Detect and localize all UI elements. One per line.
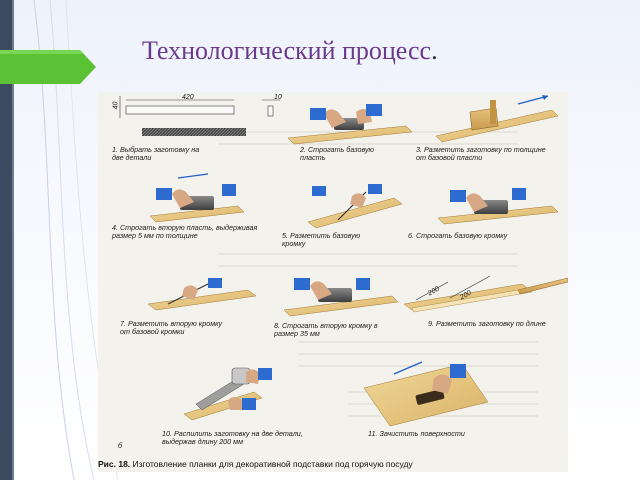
step-9-caption: 9. Разметить заготовку по длине [428, 319, 546, 328]
step-2-illustration [287, 104, 413, 145]
sidebar-bar [0, 0, 12, 480]
step-8-illustration [283, 278, 399, 317]
step-3-illustration [435, 95, 559, 143]
step-6-illustration [437, 188, 559, 225]
step-4-caption: 4. Строгать вторую пласть, выдерживая ра… [112, 223, 258, 241]
figure-caption: Рис. 18. Изготовление планки для декорат… [98, 456, 568, 472]
slide-title-text: Технологический процесс [142, 36, 432, 65]
dim-thickness: 10 [274, 94, 282, 101]
step-10-caption: 10. Распилить заготовку на две детали, в… [162, 429, 303, 447]
process-figure: 420 10 40 200 200 1. Выбрать заготовку н… [98, 92, 568, 472]
figure-caption-label: Рис. 18. [98, 459, 131, 469]
step-11-caption: 11. Зачистить поверхности [368, 429, 465, 438]
step-1-caption: 1. Выбрать заготовку на две детали [112, 145, 200, 163]
step-6-caption: 6. Строгать базовую кромку [408, 231, 508, 240]
step-3-caption: 3. Разметить заготовку по толщине от баз… [416, 145, 546, 163]
process-illustration [119, 95, 568, 427]
step-1-drawing [119, 96, 280, 136]
step-5-illustration [307, 184, 403, 229]
step-4-illustration [149, 173, 245, 223]
slide-title-period: . [431, 36, 438, 65]
step-11-illustration [363, 361, 489, 427]
step-10-illustration [183, 367, 272, 421]
step-7-illustration [147, 278, 257, 311]
dim-length: 420 [182, 94, 194, 101]
figure-letter-b: б [118, 441, 123, 450]
sidebar-accent [12, 0, 14, 480]
step-8-caption: 8. Строгать вторую кромку в размер 35 мм [274, 321, 378, 339]
step-7-caption: 7. Разметить вторую кромку от базовой кр… [120, 319, 223, 337]
step-9-illustration [403, 275, 568, 313]
step-2-caption: 2. Строгать базовую пласть [300, 145, 374, 163]
step-5-caption: 5. Разметить базовую кромку [282, 231, 361, 249]
figure-caption-text: Изготовление планки для декоративной под… [132, 459, 413, 469]
dim-height: 40 [112, 101, 120, 110]
title-tab-arrow [0, 50, 96, 84]
slide-title: Технологический процесс. [142, 36, 438, 66]
